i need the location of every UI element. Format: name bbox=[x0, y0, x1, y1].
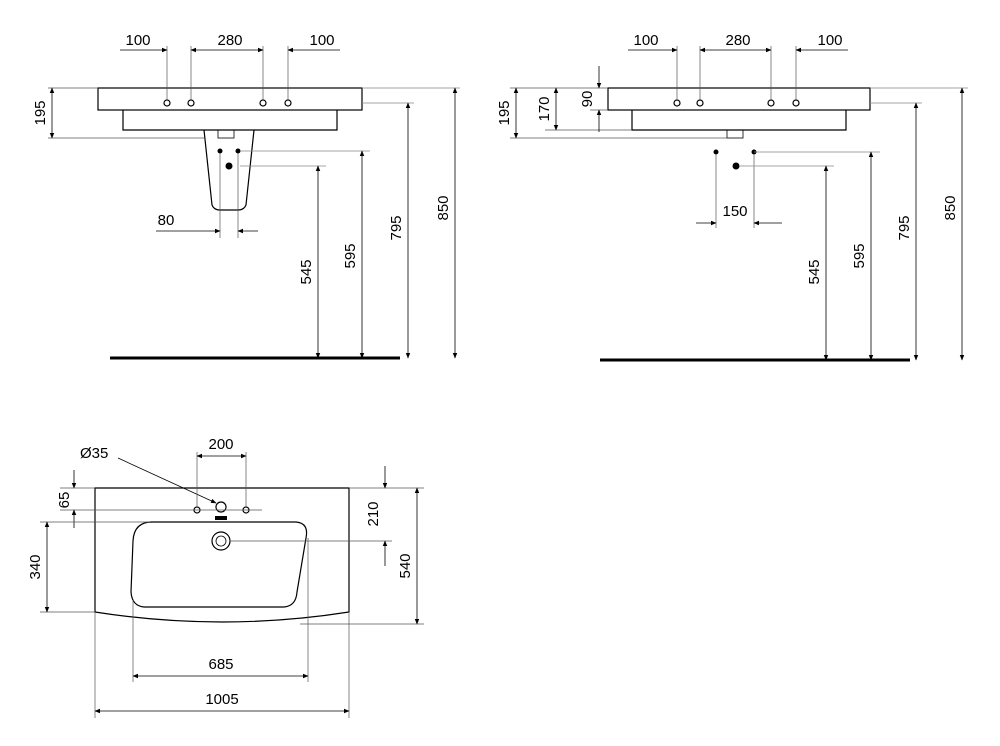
dim-80: 80 bbox=[158, 212, 175, 229]
pedestal bbox=[203, 129, 255, 211]
tap-hole bbox=[259, 99, 267, 107]
dim-540: 540 bbox=[397, 553, 414, 578]
dim-200: 200 bbox=[208, 436, 233, 453]
waste-stub bbox=[726, 129, 744, 139]
front-view: 100 280 100 195 80 545 595 795 850 bbox=[32, 32, 460, 360]
dim-150: 150 bbox=[722, 203, 747, 220]
dim-685: 685 bbox=[208, 656, 233, 673]
dim-100-left: 100 bbox=[125, 32, 150, 49]
overflow-slot bbox=[215, 516, 227, 520]
dim-850: 850 bbox=[942, 195, 959, 220]
tap-hole bbox=[673, 99, 681, 107]
top-view: Ø35 200 65 340 210 540 685 bbox=[27, 436, 424, 718]
drain-icon bbox=[211, 531, 231, 551]
side-view: 100 280 100 195 170 90 150 545 595 795 bbox=[496, 32, 968, 362]
dim-545: 545 bbox=[806, 259, 823, 284]
bowl-outline bbox=[130, 521, 308, 608]
basin-bowl bbox=[631, 110, 847, 131]
tap-hole bbox=[767, 99, 775, 107]
dim-100-right: 100 bbox=[309, 32, 334, 49]
tap-hole bbox=[163, 99, 171, 107]
dim-280: 280 bbox=[725, 32, 750, 49]
dim-65: 65 bbox=[56, 492, 73, 509]
dim-90: 90 bbox=[579, 91, 596, 108]
waste-outlet bbox=[732, 162, 740, 170]
basin-slab bbox=[97, 87, 363, 111]
tap-hole bbox=[187, 99, 195, 107]
dim-795: 795 bbox=[388, 215, 405, 240]
dim-1005: 1005 bbox=[205, 691, 238, 708]
dim-545: 545 bbox=[298, 259, 315, 284]
tap-hole bbox=[696, 99, 704, 107]
dim-100-left: 100 bbox=[633, 32, 658, 49]
tap-hole-main bbox=[215, 501, 227, 513]
dim-195: 195 bbox=[32, 100, 49, 125]
dim-595: 595 bbox=[342, 243, 359, 268]
dim-795: 795 bbox=[896, 215, 913, 240]
dim-210: 210 bbox=[365, 501, 382, 526]
basin-slab bbox=[607, 87, 871, 111]
dim-850: 850 bbox=[435, 195, 452, 220]
basin-outline bbox=[94, 487, 350, 623]
dim-170: 170 bbox=[536, 96, 553, 121]
dim-340: 340 bbox=[27, 554, 44, 579]
tap-hole bbox=[792, 99, 800, 107]
waste-point bbox=[713, 149, 719, 155]
waste-point bbox=[235, 148, 241, 154]
dim-280: 280 bbox=[217, 32, 242, 49]
dim-diameter: Ø35 bbox=[80, 445, 108, 462]
tap-hole bbox=[284, 99, 292, 107]
pedestal-notch bbox=[217, 129, 235, 139]
basin-bowl bbox=[122, 110, 338, 131]
dim-195: 195 bbox=[496, 100, 513, 125]
dim-595: 595 bbox=[851, 243, 868, 268]
dim-100-right: 100 bbox=[817, 32, 842, 49]
waste-point bbox=[217, 148, 223, 154]
waste-outlet bbox=[225, 162, 233, 170]
